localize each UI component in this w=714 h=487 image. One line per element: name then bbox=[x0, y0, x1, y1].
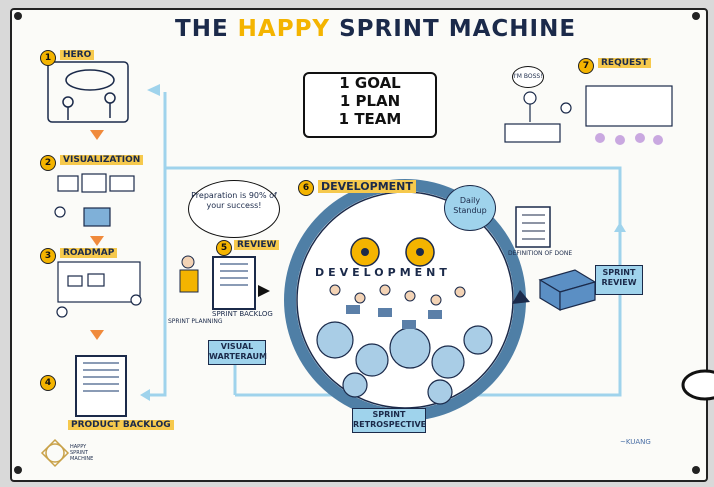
stage-number: 7 bbox=[578, 58, 594, 74]
pin-icon bbox=[692, 12, 700, 20]
preparation-thought: Preparation is 90% of your success! bbox=[188, 180, 280, 238]
visual-warteraum-label: VISUAL WARTERAUM bbox=[208, 340, 267, 365]
sprint-backlog-doc bbox=[212, 256, 256, 310]
stage-label-text: REVIEW bbox=[234, 240, 280, 250]
definition-of-done-label: DEFINITION OF DONE bbox=[508, 250, 573, 257]
left-flow-line bbox=[145, 92, 167, 397]
stage-label-review: REVIEW bbox=[234, 240, 280, 250]
pin-icon bbox=[692, 466, 700, 474]
title-happy: HAPPY bbox=[237, 16, 331, 42]
page-title: THE HAPPY SPRINT MACHINE bbox=[175, 16, 576, 42]
logo-text: HAPPY SPRINT MACHINE bbox=[70, 444, 94, 462]
stage-number: 2 bbox=[40, 155, 56, 171]
flow-arrowhead bbox=[140, 389, 150, 401]
stage-number: 4 bbox=[40, 375, 56, 391]
sprint-backlog-label: SPRINT BACKLOG bbox=[212, 310, 273, 318]
stage-label-roadmap: ROADMAP bbox=[60, 248, 118, 258]
stage-label-text: PRODUCT BACKLOG bbox=[68, 420, 174, 430]
stage-label-visualization: VISUALIZATION bbox=[60, 155, 144, 165]
pin-icon bbox=[14, 12, 22, 20]
title-prefix: THE bbox=[175, 16, 229, 42]
stage-number: 3 bbox=[40, 248, 56, 264]
flow-arrowhead bbox=[614, 222, 626, 232]
stage-label-development: DEVELOPMENT bbox=[318, 180, 416, 193]
goal-plan-team-box: 1 GOAL 1 PLAN 1 TEAM bbox=[303, 72, 437, 138]
speech-line: 1 TEAM bbox=[338, 110, 402, 128]
product-backlog-doc bbox=[75, 355, 127, 417]
stage-number: 6 bbox=[298, 180, 314, 196]
artist-credit: ~KUANG bbox=[620, 438, 651, 446]
stage-number: 1 bbox=[40, 50, 56, 66]
sprint-planning-label: SPRINT PLANNING bbox=[168, 318, 223, 325]
stage-label-request: REQUEST bbox=[598, 58, 651, 68]
development-word: DEVELOPMENT bbox=[315, 266, 451, 279]
sprint-retrospective-label: SPRINT RETROSPECTIVE bbox=[352, 408, 426, 433]
stage-label-text: VISUALIZATION bbox=[60, 155, 144, 165]
stage-number: 5 bbox=[216, 240, 232, 256]
stage-label-hero: HERO bbox=[60, 50, 95, 60]
speech-line: 1 PLAN bbox=[339, 92, 401, 110]
stage-label-text: ROADMAP bbox=[60, 248, 118, 258]
pin-icon bbox=[14, 466, 22, 474]
request-speech: I'M BOSS! bbox=[512, 66, 544, 88]
speech-line: 1 GOAL bbox=[339, 74, 401, 92]
flow-arrowhead bbox=[147, 84, 160, 96]
stage-label-text: REQUEST bbox=[598, 58, 651, 68]
stage-label-text: DEVELOPMENT bbox=[318, 180, 416, 193]
stage-label-text: HERO bbox=[60, 50, 95, 60]
sprint-review-label: SPRINT REVIEW bbox=[595, 265, 643, 295]
title-rest: SPRINT MACHINE bbox=[339, 16, 577, 42]
product-backlog-label: PRODUCT BACKLOG bbox=[68, 420, 174, 430]
daily-standup-bubble: Daily Standup bbox=[444, 185, 496, 231]
